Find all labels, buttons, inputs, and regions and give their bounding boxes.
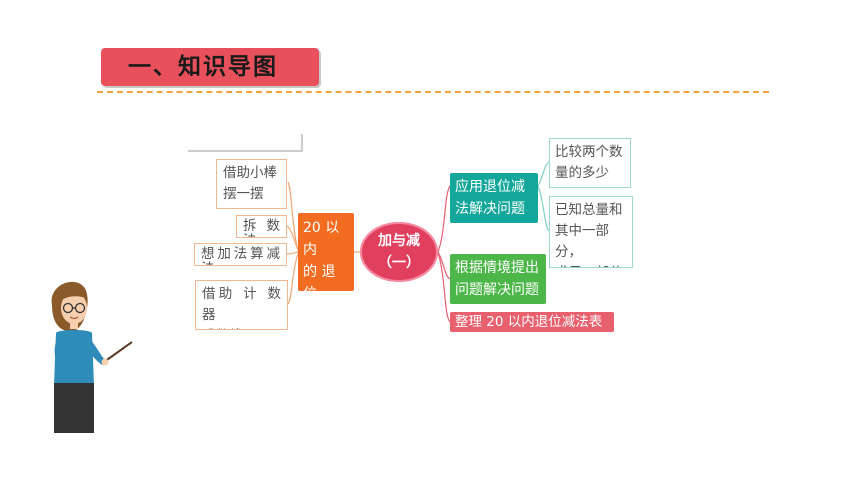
- right-branch-situation: 根据情境提出 问题解决问题: [450, 254, 546, 304]
- top-bracket: [188, 134, 303, 152]
- connector-detail-1: [537, 161, 550, 187]
- detail-compare: 比较两个数 量的多少: [549, 138, 631, 188]
- right-branch-apply: 应用退位减 法解决问题: [450, 173, 538, 223]
- title-banner: [101, 48, 319, 86]
- left-core-node: 20 以内 的 退 位 减法: [298, 213, 354, 291]
- teacher-illustration: [51, 281, 133, 433]
- page-title: 一、知识导图: [128, 54, 278, 80]
- connector-left-item-1: [287, 181, 299, 251]
- connector-left-item-4: [287, 253, 299, 305]
- left-item-counter: 借助 计 数 器 或数线图: [195, 280, 288, 330]
- connector-right-3: [437, 251, 451, 323]
- center-label: 加与减 （一）: [378, 233, 420, 271]
- connector-left-item-3: [286, 251, 299, 255]
- connector-right-2: [437, 251, 451, 280]
- connector-left-item-2: [286, 225, 299, 251]
- left-item-split: 拆数法: [236, 215, 287, 238]
- right-branch-table: 整理 20 以内退位减法表: [450, 312, 614, 332]
- left-item-sticks: 借助小棒 摆一摆: [216, 159, 287, 209]
- dashed-divider: [97, 91, 769, 93]
- connector-detail-2: [537, 185, 550, 232]
- connector-right-1: [437, 185, 451, 253]
- center-node: [360, 222, 438, 282]
- left-item-addition: 想加法算减法: [194, 243, 287, 266]
- detail-part-whole: 已知总量和 其中一部分， 求另一部分: [549, 196, 633, 268]
